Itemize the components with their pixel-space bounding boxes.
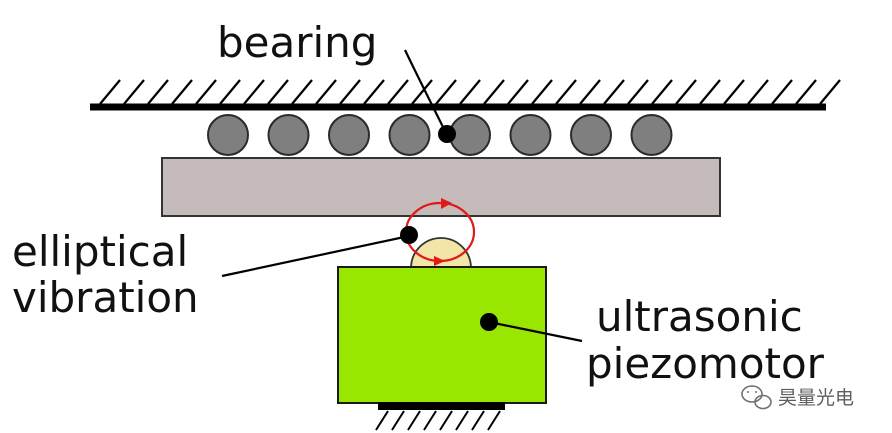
hatch-line <box>627 79 649 105</box>
ultrasonic-pointer-dot <box>480 313 498 331</box>
hatch-line <box>219 79 241 105</box>
bearing-ball <box>570 114 612 156</box>
top-ground <box>90 79 841 111</box>
hatch-line <box>243 79 265 105</box>
orbit-arrow-bottom <box>434 256 445 266</box>
hatch-line <box>819 79 841 105</box>
hatch-line <box>411 79 433 105</box>
top-ground-hatching <box>99 79 841 105</box>
hatch-line <box>747 79 769 105</box>
bottom-ground-line <box>378 402 505 410</box>
moving-stage <box>161 157 721 217</box>
hatch-line <box>423 410 437 431</box>
bearing-ball <box>630 114 673 156</box>
bearing-ball <box>388 114 431 156</box>
pointers <box>221 49 583 343</box>
hatch-line <box>675 79 697 105</box>
hatch-line <box>651 79 673 105</box>
hatch-line <box>267 79 289 105</box>
ultrasonic-label-line1: ultrasonic <box>596 292 803 341</box>
hatch-line <box>795 79 817 105</box>
elliptical-label-line2: vibration <box>12 273 199 322</box>
bearing-label: bearing <box>217 18 377 67</box>
elliptical-pointer-line <box>221 234 410 278</box>
watermark: 昊量光电 <box>741 385 854 410</box>
bearing-ball <box>449 114 491 156</box>
hatch-line <box>439 410 453 431</box>
hatch-line <box>435 79 457 105</box>
hatch-line <box>483 79 505 105</box>
bearing-pointer-line <box>404 49 447 134</box>
bottom-ground-hatching <box>375 410 501 431</box>
bearing-ball <box>328 114 370 156</box>
orbit-arrow-top <box>441 198 452 209</box>
hatch-line <box>603 79 625 105</box>
hatch-line <box>363 79 385 105</box>
hatch-line <box>291 79 313 105</box>
bearing-pointer-dot <box>438 125 456 143</box>
elliptical-pointer-dot <box>400 226 418 244</box>
hatch-line <box>531 79 553 105</box>
hatch-line <box>171 79 193 105</box>
bottom-ground <box>375 402 505 431</box>
piezo-tip <box>410 237 472 269</box>
hatch-line <box>387 79 409 105</box>
hatch-line <box>407 410 421 431</box>
pointer-dots <box>400 125 498 331</box>
hatch-line <box>507 79 529 105</box>
hatch-line <box>315 79 337 105</box>
bearing-balls <box>207 114 673 156</box>
ultrasonic-label-line2: piezomotor <box>586 339 825 388</box>
bearing-ball <box>267 114 310 156</box>
hatch-line <box>339 79 361 105</box>
hatch-line <box>459 79 481 105</box>
ultrasonic-pointer-line <box>488 320 583 343</box>
bearing-ball <box>509 114 552 156</box>
piezomotor-body <box>337 266 547 404</box>
hatch-line <box>555 79 577 105</box>
hatch-line <box>579 79 601 105</box>
hatch-line <box>487 410 501 431</box>
hatch-line <box>699 79 721 105</box>
bearing-ball <box>207 114 249 156</box>
hatch-line <box>123 79 145 105</box>
wechat-icon <box>741 385 772 410</box>
elliptical-label-line1: elliptical <box>12 227 188 276</box>
hatch-line <box>375 410 389 431</box>
hatch-line <box>771 79 793 105</box>
watermark-text: 昊量光电 <box>778 387 854 409</box>
hatch-line <box>391 410 405 431</box>
hatch-line <box>471 410 485 431</box>
hatch-line <box>147 79 169 105</box>
hatch-line <box>195 79 217 105</box>
hatch-line <box>99 79 121 105</box>
hatch-line <box>723 79 745 105</box>
hatch-line <box>455 410 469 431</box>
